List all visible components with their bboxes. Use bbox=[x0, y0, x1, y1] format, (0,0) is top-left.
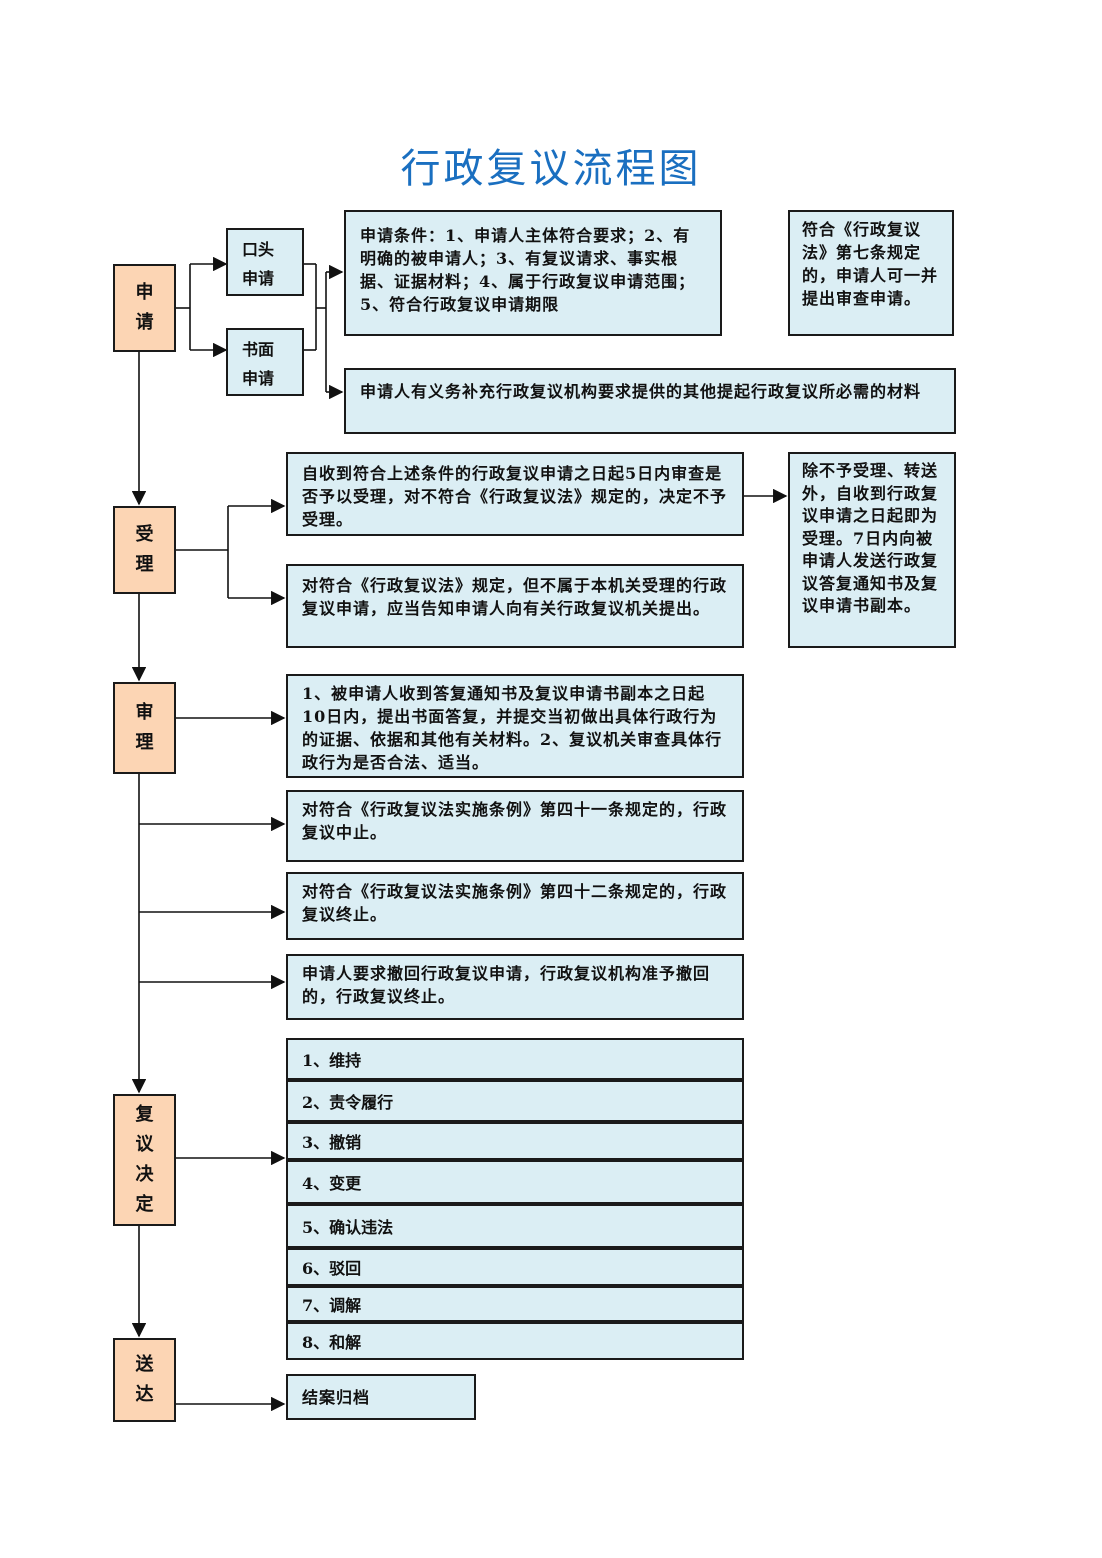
review-terminate-box: 对符合《行政复议法实施条例》第四十二条规定的，行政复议终止。 bbox=[286, 872, 744, 940]
method-written-label: 书面申请 bbox=[242, 340, 275, 388]
decision-option: 1、维持 bbox=[286, 1038, 744, 1080]
deliver-archive-box: 结案归档 bbox=[286, 1374, 476, 1420]
accept-deemed-box: 除不予受理、转送外，自收到行政复议申请之日起即为受理。7日内向被申请人发送行政复… bbox=[788, 452, 956, 648]
method-oral-label: 口头申请 bbox=[242, 240, 275, 288]
page-title: 行政复议流程图 bbox=[400, 146, 702, 192]
decision-option: 2、责令履行 bbox=[286, 1080, 744, 1122]
accept-check-box: 自收到符合上述条件的行政复议申请之日起5日内审查是否予以受理，对不符合《行政复议… bbox=[286, 452, 744, 536]
stage-deliver-label: 送达 bbox=[135, 1354, 154, 1405]
decision-option: 4、变更 bbox=[286, 1160, 744, 1204]
method-oral: 口头申请 bbox=[226, 228, 304, 296]
apply-conditions-box: 申请条件：1、申请人主体符合要求；2、有明确的被申请人；3、有复议请求、事实根据… bbox=[344, 210, 722, 336]
decision-option: 8、和解 bbox=[286, 1322, 744, 1360]
apply-supplement-box: 申请人有义务补充行政复议机构要求提供的其他提起行政复议所必需的材料 bbox=[344, 368, 956, 434]
stage-apply: 申请 bbox=[113, 264, 176, 352]
stage-accept: 受理 bbox=[113, 506, 176, 594]
decision-option: 5、确认违法 bbox=[286, 1204, 744, 1248]
decision-option: 3、撤销 bbox=[286, 1122, 744, 1160]
stage-decision-label: 复议决定 bbox=[135, 1104, 154, 1215]
stage-review: 审理 bbox=[113, 682, 176, 774]
stage-review-label: 审理 bbox=[135, 702, 154, 753]
method-written: 书面申请 bbox=[226, 328, 304, 396]
stage-deliver: 送达 bbox=[113, 1338, 176, 1422]
review-withdraw-box: 申请人要求撤回行政复议申请，行政复议机构准予撤回的，行政复议终止。 bbox=[286, 954, 744, 1020]
decision-option: 7、调解 bbox=[286, 1286, 744, 1322]
stage-apply-label: 申请 bbox=[135, 282, 154, 333]
apply-review-box: 符合《行政复议法》第七条规定的，申请人可一并提出审查申请。 bbox=[788, 210, 954, 336]
decision-option: 6、驳回 bbox=[286, 1248, 744, 1286]
stage-decision: 复议决定 bbox=[113, 1094, 176, 1226]
accept-redirect-box: 对符合《行政复议法》规定，但不属于本机关受理的行政复议申请，应当告知申请人向有关… bbox=[286, 564, 744, 648]
review-suspend-box: 对符合《行政复议法实施条例》第四十一条规定的，行政复议中止。 bbox=[286, 790, 744, 862]
stage-accept-label: 受理 bbox=[135, 524, 154, 575]
review-reply-box: 1、被申请人收到答复通知书及复议申请书副本之日起10日内，提出书面答复，并提交当… bbox=[286, 674, 744, 778]
